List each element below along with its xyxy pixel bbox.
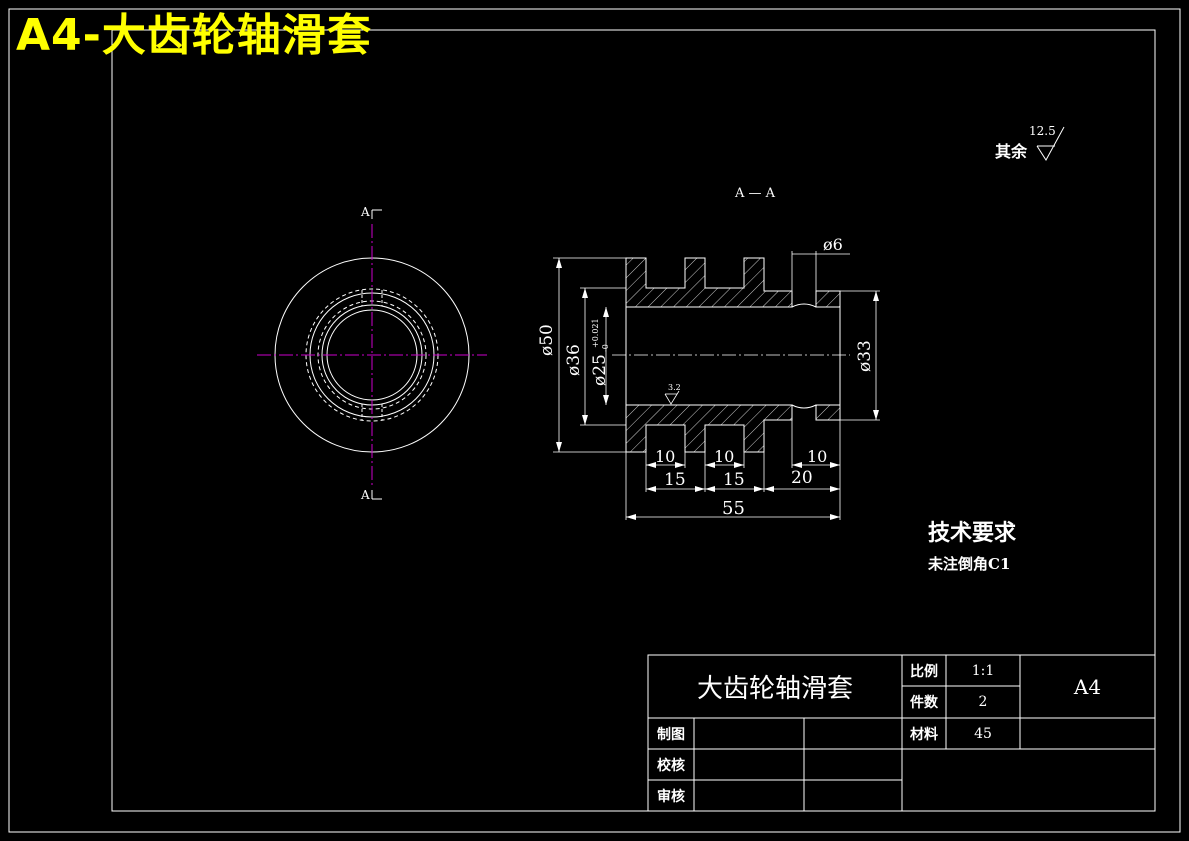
- approved-label: 审核: [657, 788, 685, 805]
- quantity-label: 件数: [910, 695, 938, 711]
- roughness-prefix: 其余: [995, 142, 1028, 161]
- dimension-arrows: [556, 258, 879, 520]
- scale-value: 1:1: [971, 662, 995, 679]
- dim-d25: ø25: [590, 354, 610, 386]
- dim-d6: ø6: [823, 235, 843, 254]
- section-view: [612, 257, 850, 453]
- inner-border: [111, 29, 1156, 812]
- dim-d36: ø36: [564, 344, 584, 376]
- scale-label: 比例: [910, 663, 938, 680]
- dim-w20: 20: [791, 468, 813, 488]
- dim-w10-b: 10: [714, 447, 735, 466]
- roughness-symbol-inner: [664, 390, 680, 405]
- roughness-value: 12.5: [1029, 124, 1056, 138]
- end-view: [257, 209, 487, 500]
- dim-d33: ø33: [855, 340, 875, 372]
- sheet-size: A4: [1073, 674, 1102, 699]
- part-name: 大齿轮轴滑套: [696, 674, 853, 704]
- tech-req-note: 未注倒角C1: [928, 555, 1011, 573]
- roughness-symbol: [1036, 126, 1065, 161]
- dim-w10-c: 10: [807, 447, 828, 466]
- dim-d25-tol-lower: -0: [601, 344, 610, 352]
- dim-w10-a: 10: [655, 447, 676, 466]
- material-label: 材料: [910, 726, 938, 743]
- material-value: 45: [974, 725, 992, 742]
- dim-d50: ø50: [537, 324, 557, 356]
- sheet-title: A4-大齿轮轴滑套: [16, 10, 372, 61]
- dimension-lines: [553, 251, 880, 520]
- dim-d25-tol-upper: +0.021: [591, 318, 600, 348]
- tech-req-heading: 技术要求: [928, 520, 1017, 546]
- section-label: A — A: [735, 186, 776, 201]
- checked-label: 校核: [657, 757, 685, 774]
- dim-w15-b: 15: [723, 470, 745, 490]
- drawn-label: 制图: [657, 726, 685, 743]
- dim-w55: 55: [722, 498, 745, 519]
- outer-border: [8, 8, 1181, 833]
- quantity-value: 2: [978, 694, 988, 710]
- dim-w15-a: 15: [664, 470, 686, 490]
- cut-mark-bottom: A: [361, 488, 370, 502]
- title-block: [647, 654, 1156, 812]
- roughness-inner-value: 3.2: [668, 383, 681, 392]
- cut-mark-top: A: [361, 205, 370, 219]
